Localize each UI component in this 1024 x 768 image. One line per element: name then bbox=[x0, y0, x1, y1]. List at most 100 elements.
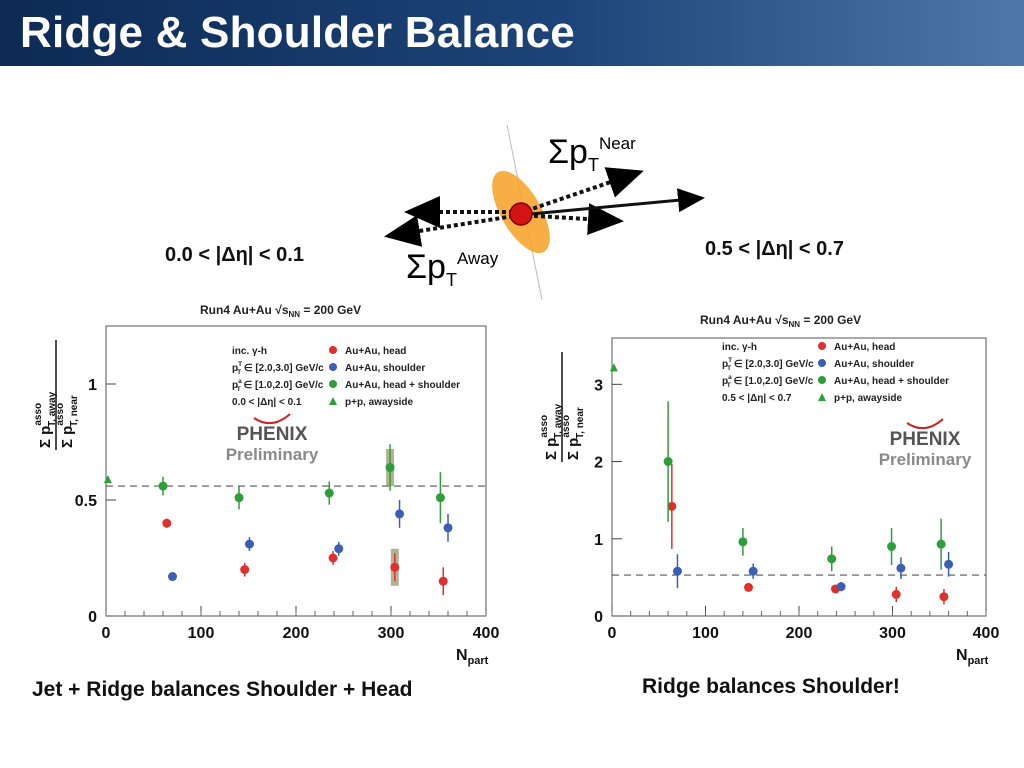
x-tick-label: 300 bbox=[378, 625, 405, 642]
x-tick-label: 100 bbox=[188, 625, 215, 642]
watermark-preliminary: Preliminary bbox=[226, 445, 319, 464]
data-point bbox=[435, 493, 445, 503]
y-tick-label: 3 bbox=[594, 377, 603, 394]
data-point bbox=[827, 554, 837, 564]
x-tick-label: 300 bbox=[879, 625, 906, 642]
near-dashed-arrow bbox=[519, 167, 644, 215]
title-bar: Ridge & Shoulder Balance bbox=[0, 0, 1024, 66]
data-point bbox=[158, 481, 168, 491]
left-chart: Run4 Au+Au √sNN = 200 GeV 0 100 200 300 400 0 0… bbox=[33, 303, 500, 667]
legend-marker bbox=[818, 359, 826, 367]
info-line: inc. γ-h bbox=[722, 342, 757, 353]
legend-marker-triangle bbox=[818, 393, 826, 401]
legend-entry: Au+Au, head bbox=[345, 346, 406, 357]
watermark-swoosh bbox=[906, 418, 944, 430]
left-caption: Jet + Ridge balances Shoulder + Head bbox=[32, 678, 413, 701]
data-point bbox=[738, 537, 748, 547]
info-line: 0.5 < |Δη| < 0.7 bbox=[722, 393, 792, 404]
data-point bbox=[672, 566, 682, 576]
legend-marker bbox=[329, 380, 337, 388]
data-point bbox=[667, 501, 677, 511]
data-point bbox=[334, 544, 344, 554]
data-point bbox=[385, 463, 395, 473]
x-tick-label: 400 bbox=[973, 625, 1000, 642]
data-point bbox=[663, 457, 673, 467]
data-point bbox=[162, 518, 172, 528]
data-point-triangle bbox=[103, 475, 112, 484]
y-tick-label: 1 bbox=[88, 377, 97, 394]
legend-entry: p+p, awayside bbox=[345, 397, 414, 408]
data-point bbox=[244, 539, 254, 549]
data-point bbox=[443, 523, 453, 533]
y-tick-label: 0 bbox=[594, 609, 603, 626]
info-line: 0.0 < |Δη| < 0.1 bbox=[232, 397, 302, 408]
data-point bbox=[390, 562, 400, 572]
data-point bbox=[748, 566, 758, 576]
legend-marker-triangle bbox=[329, 397, 337, 405]
y-tick-label: 1 bbox=[594, 532, 603, 549]
x-tick-label: 0 bbox=[102, 625, 111, 642]
data-point bbox=[836, 582, 846, 592]
watermark-swoosh bbox=[253, 413, 291, 425]
legend-marker bbox=[329, 363, 337, 371]
data-point bbox=[939, 592, 949, 602]
legend-marker bbox=[329, 346, 337, 354]
left-cut-label: 0.0 < |Δη| < 0.1 bbox=[165, 244, 304, 266]
y-tick-label: 2 bbox=[594, 455, 603, 472]
watermark-logo-text: PHENIX bbox=[890, 429, 961, 450]
right-caption: Ridge balances Shoulder! bbox=[642, 675, 900, 698]
chart-title: Run4 Au+Au √sNN = 200 GeV bbox=[700, 313, 861, 329]
info-line: inc. γ-h bbox=[232, 346, 267, 357]
momentum-diagram: ΣpTNear ΣpTAway bbox=[384, 124, 705, 301]
data-point bbox=[328, 553, 338, 563]
data-point bbox=[395, 509, 405, 519]
data-point bbox=[887, 542, 897, 551]
near-sum-symbol: ΣpTNear bbox=[548, 133, 636, 175]
data-point bbox=[234, 493, 244, 503]
x-axis-label: Npart bbox=[456, 647, 489, 667]
right-cut-label: 0.5 < |Δη| < 0.7 bbox=[705, 238, 844, 260]
away-sum-symbol: ΣpTAway bbox=[406, 248, 499, 290]
legend-entry: Au+Au, shoulder bbox=[834, 359, 914, 370]
chart-title: Run4 Au+Au √sNN = 200 GeV bbox=[200, 303, 361, 319]
legend-entry: p+p, awayside bbox=[834, 393, 903, 404]
near-dashed-arrow-2 bbox=[519, 203, 624, 236]
data-point bbox=[168, 572, 177, 582]
data-point bbox=[324, 488, 334, 498]
collision-point bbox=[509, 202, 533, 226]
legend-entry: Au+Au, head + shoulder bbox=[834, 376, 949, 387]
legend-entry: Au+Au, shoulder bbox=[345, 363, 425, 374]
legend-entry: Au+Au, head + shoulder bbox=[345, 380, 460, 391]
x-tick-label: 400 bbox=[473, 625, 500, 642]
data-point bbox=[891, 589, 901, 599]
x-tick-label: 200 bbox=[283, 625, 310, 642]
x-tick-label: 100 bbox=[692, 625, 719, 642]
legend-entry: Au+Au, head bbox=[834, 342, 895, 353]
legend-marker bbox=[818, 342, 826, 350]
data-point bbox=[240, 565, 250, 575]
data-point bbox=[936, 539, 946, 549]
data-point bbox=[944, 559, 954, 569]
y-tick-label: 0 bbox=[88, 609, 97, 626]
data-point-triangle bbox=[609, 363, 618, 372]
y-tick-label: 0.5 bbox=[75, 493, 97, 510]
trigger-arrow bbox=[519, 188, 705, 217]
slide-title: Ridge & Shoulder Balance bbox=[20, 8, 575, 57]
x-tick-label: 200 bbox=[786, 625, 813, 642]
away-dashed-arrow-2 bbox=[384, 213, 521, 247]
data-point bbox=[744, 582, 754, 592]
data-point bbox=[438, 576, 448, 586]
legend-marker bbox=[818, 376, 826, 384]
data-point bbox=[896, 563, 906, 573]
